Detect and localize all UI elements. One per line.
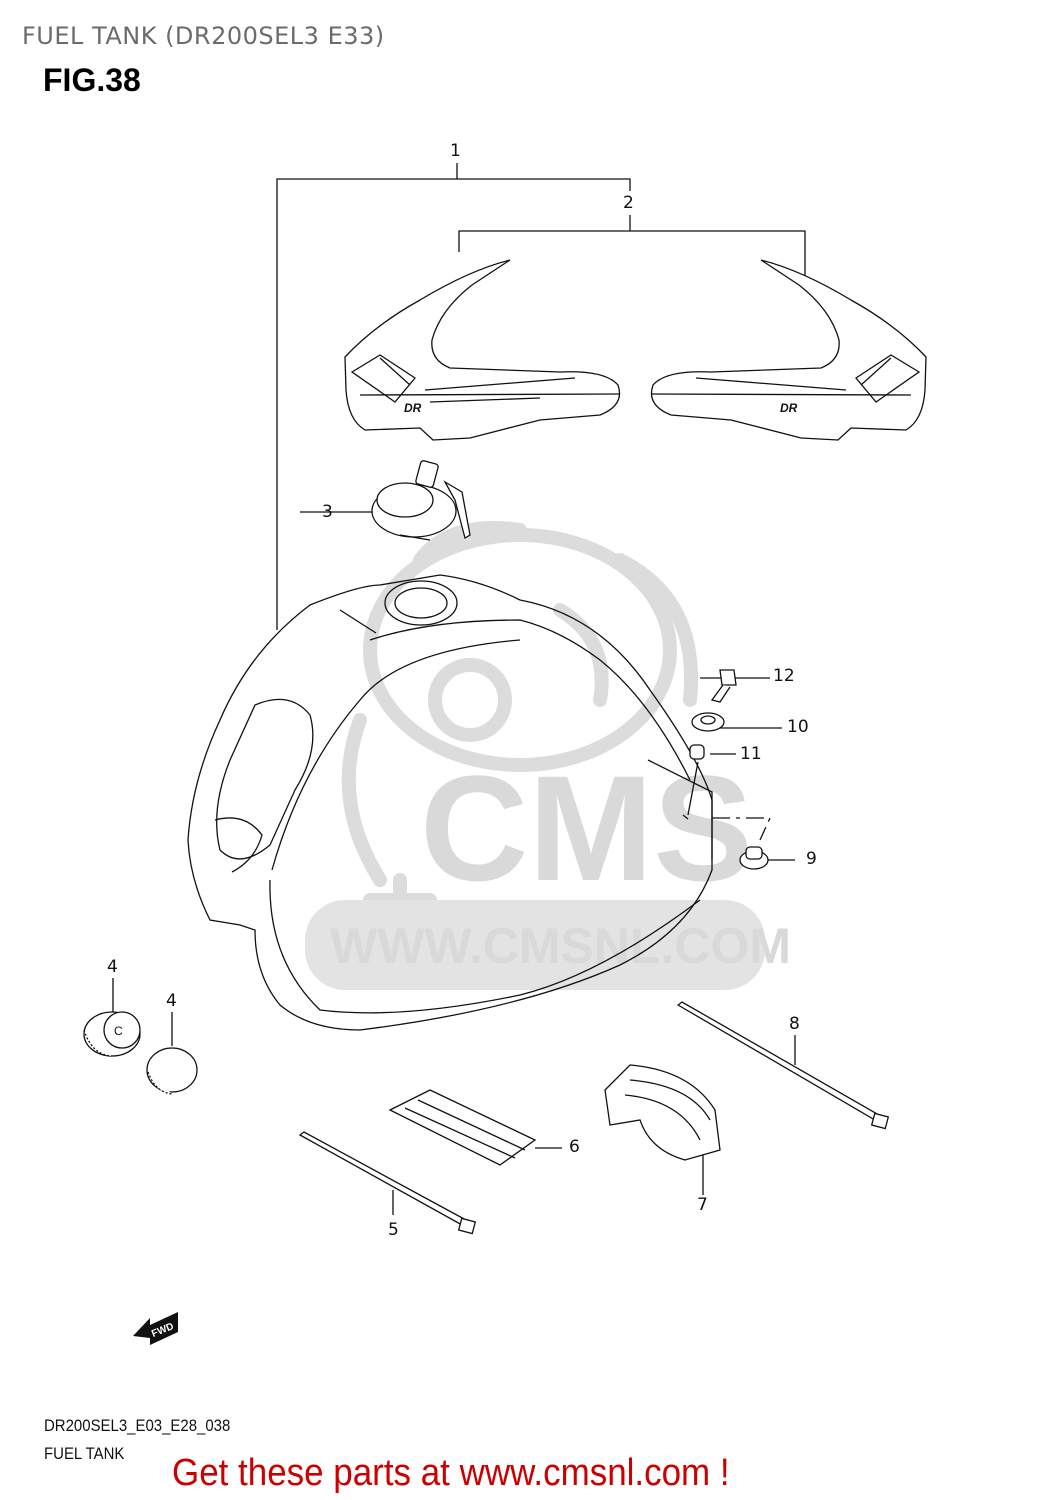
callout-brackets [276, 163, 806, 630]
callout-5[interactable]: 5 [388, 1220, 399, 1240]
tank-decal-right: DR [650, 259, 927, 441]
cushion-pad-6-illustration [388, 1089, 537, 1166]
figure-number: FIG.38 [43, 62, 141, 98]
callout-11[interactable]: 11 [740, 744, 762, 764]
callout-4b[interactable]: 4 [166, 991, 177, 1011]
cms-watermark-logo: CMS WWW.CMSNL.COM [305, 744, 791, 990]
diagram-code: DR200SEL3_E03_E28_038 [44, 1416, 231, 1435]
tank-decal-left: DR [344, 259, 621, 441]
callout-2[interactable]: 2 [623, 193, 634, 213]
cushion-9-illustration [739, 846, 769, 870]
washer-10-illustration [691, 712, 725, 732]
callout-9[interactable]: 9 [806, 849, 817, 869]
promo-link-text[interactable]: Get these parts at www.cmsnl.com ! [172, 1452, 730, 1494]
callout-7[interactable]: 7 [697, 1195, 708, 1215]
promo-link[interactable]: Get these parts at www.cmsnl.com ! [172, 1452, 730, 1495]
fuel-cap-illustration [371, 460, 471, 541]
fuel-tank-illustration [187, 574, 713, 1031]
svg-text:DR: DR [780, 401, 798, 415]
watermark-url-text: WWW.CMSNL.COM [330, 918, 791, 974]
forward-direction-arrow-icon: FWD [133, 1312, 178, 1345]
watermark-logo-text: CMS [420, 744, 753, 912]
leader-lines [112, 511, 796, 1215]
cable-tie-8-illustration [676, 1001, 890, 1130]
diagram-name: FUEL TANK [44, 1444, 125, 1463]
callout-10[interactable]: 10 [787, 717, 809, 737]
svg-text:C: C [114, 1024, 123, 1038]
collar-11-illustration [689, 744, 705, 760]
bolt-12-illustration [710, 669, 737, 703]
callout-1[interactable]: 1 [450, 141, 461, 161]
callout-6[interactable]: 6 [569, 1137, 580, 1157]
callout-8[interactable]: 8 [789, 1014, 800, 1034]
callout-12[interactable]: 12 [773, 666, 795, 686]
cushion-4b-illustration [146, 1047, 198, 1095]
page-title: FUEL TANK (DR200SEL3 E33) [22, 22, 385, 50]
cable-tie-5-illustration [298, 1131, 477, 1235]
callout-4a[interactable]: 4 [107, 957, 118, 977]
cushion-4a-illustration: C [83, 1011, 141, 1057]
svg-text:DR: DR [404, 401, 422, 415]
callout-3[interactable]: 3 [322, 502, 333, 522]
cover-7-illustration [604, 1064, 721, 1161]
